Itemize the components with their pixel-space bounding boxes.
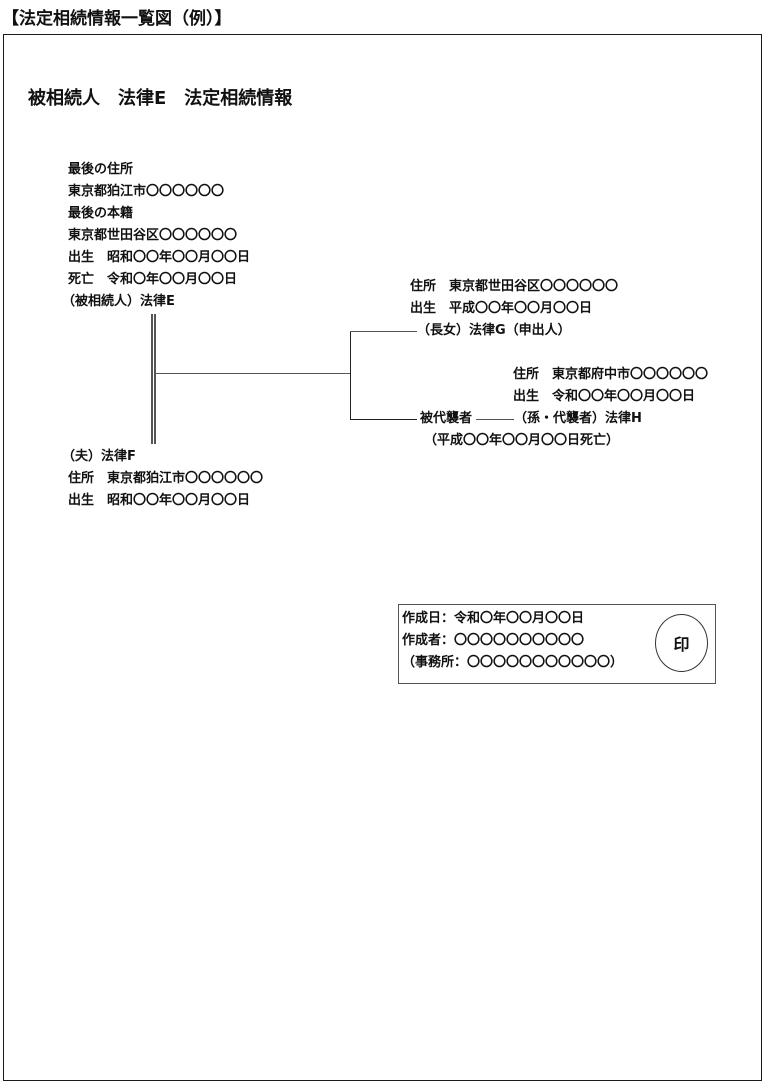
decedent-last-address: 東京都狛江市〇〇〇〇〇〇 <box>68 184 225 199</box>
seal-stamp: 印 <box>655 614 708 672</box>
heading-decedent-name: 法律E <box>118 88 167 109</box>
decedent-death: 死亡 令和〇年〇〇月〇〇日 <box>68 272 238 287</box>
grandchild-name: （孫・代襲者）法律H <box>514 411 642 426</box>
decedent-last-address-label: 最後の住所 <box>68 162 134 177</box>
heading-decedent-label: 被相続人 <box>28 88 100 109</box>
grandchild-address: 住所 東京都府中市〇〇〇〇〇〇 <box>513 367 709 382</box>
document-title: 【法定相続情報一覧図（例）】 <box>2 9 232 29</box>
predeceased-death: （平成〇〇年〇〇月〇〇日死亡） <box>424 433 620 448</box>
decedent-last-domicile: 東京都世田谷区〇〇〇〇〇〇 <box>68 228 238 243</box>
marriage-line-left <box>151 314 153 444</box>
grandchild-branch-line <box>476 419 514 421</box>
daughter-address: 住所 東京都世田谷区〇〇〇〇〇〇 <box>410 279 619 294</box>
spouse-address: 住所 東京都狛江市〇〇〇〇〇〇 <box>68 471 264 486</box>
spouse-name: （夫）法律F <box>62 449 136 464</box>
predeceased-branch-line <box>350 419 417 421</box>
predeceased-label: 被代襲者 <box>420 411 473 426</box>
daughter-birth: 出生 平成〇〇年〇〇月〇〇日 <box>410 301 593 316</box>
creator-name: 作成者：〇〇〇〇〇〇〇〇〇〇 <box>402 633 585 648</box>
children-connector-vertical <box>350 331 352 420</box>
marriage-line-right <box>154 314 156 444</box>
decedent-last-domicile-label: 最後の本籍 <box>68 206 134 221</box>
seal-label: 印 <box>673 635 690 654</box>
children-connector-horizontal <box>155 373 351 375</box>
creation-date: 作成日：令和〇年〇〇月〇〇日 <box>402 611 585 626</box>
creator-office: （事務所：〇〇〇〇〇〇〇〇〇〇〇） <box>402 655 624 670</box>
grandchild-birth: 出生 令和〇〇年〇〇月〇〇日 <box>513 389 696 404</box>
page-heading: 被相続人法律E 法定相続情報 <box>28 84 310 110</box>
spouse-birth: 出生 昭和〇〇年〇〇月〇〇日 <box>68 493 251 508</box>
document-frame <box>3 34 762 1081</box>
certification-box <box>398 604 716 684</box>
daughter-branch-line <box>350 331 417 333</box>
decedent-birth: 出生 昭和〇〇年〇〇月〇〇日 <box>68 250 251 265</box>
heading-info-label: 法定相続情報 <box>184 88 293 109</box>
decedent-name: （被相続人）法律E <box>62 294 175 309</box>
daughter-name: （長女）法律G（申出人） <box>417 323 571 338</box>
